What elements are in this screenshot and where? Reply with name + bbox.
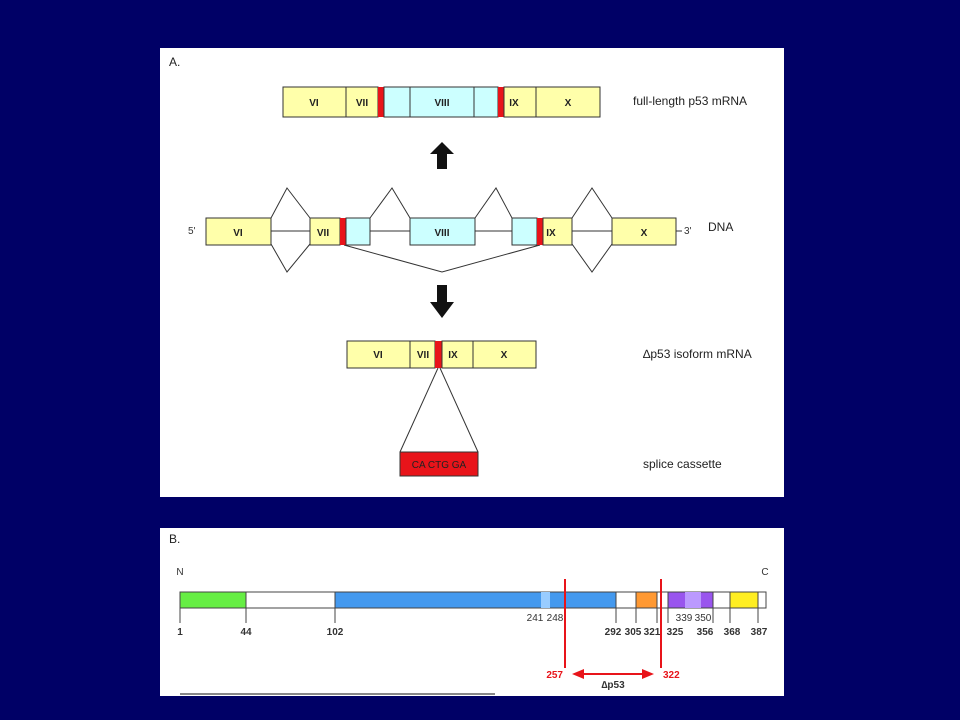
full-length-mrna: VI VII VIII IX X (282, 86, 601, 118)
splice-site-marker (378, 87, 384, 117)
domain-orange (635, 591, 658, 609)
splice-connector (270, 187, 311, 219)
domain-blue (334, 591, 617, 609)
protein-domain-svg: B. N C 1 44 102 241 248 292 305 321 325 … (169, 532, 769, 695)
pos-339: 339 (676, 613, 693, 624)
five-prime-label: 5' (188, 226, 196, 237)
cassette-sequence: CA CTG GA (412, 460, 467, 471)
position-ticks (179, 608, 759, 623)
c-terminus-label: C (761, 567, 768, 578)
pos-44: 44 (240, 627, 252, 638)
pos-292: 292 (605, 627, 622, 638)
up-arrow-icon (430, 142, 454, 169)
zoom-line-right (439, 367, 479, 453)
pos-102: 102 (327, 627, 344, 638)
dna-label: DNA (708, 220, 733, 234)
splice-cassette-box (399, 451, 479, 477)
iso-exon-vi (346, 340, 411, 369)
exon-x-label: X (565, 98, 572, 109)
domain-blue-light-band (541, 592, 550, 608)
panel-a-splicing-diagram: A. VI VII VIII IX X full-length p53 mRNA (160, 48, 784, 497)
pos-350: 350 (695, 613, 712, 624)
panel-b-protein-domains: B. N C 1 44 102 241 248 292 305 321 325 … (160, 528, 784, 696)
dna-exon-ix-label: IX (546, 228, 556, 239)
exon-ix-label: IX (509, 98, 519, 109)
splice-cassette-label: splice cassette (643, 457, 722, 471)
panel-a-label: A. (169, 55, 180, 69)
splice-site-marker (340, 218, 346, 245)
iso-exon-ix-label: IX (448, 350, 458, 361)
panel-b-label: B. (169, 532, 180, 546)
three-prime-label: 3' (684, 226, 692, 237)
pos-248: 248 (547, 613, 564, 624)
iso-exon-x (472, 340, 537, 369)
arrow-right-icon (642, 669, 654, 679)
iso-exon-ix (441, 340, 474, 369)
zoom-line-left (399, 367, 439, 453)
dna-exon-ix (542, 217, 573, 246)
splice-site-marker (537, 218, 543, 245)
n-terminus-label: N (176, 567, 183, 578)
deletion-end-label: 322 (663, 670, 680, 681)
exon-viii-label: VIII (434, 98, 449, 109)
pos-305: 305 (625, 627, 642, 638)
down-arrow-icon (430, 285, 454, 318)
splice-connector (474, 187, 513, 219)
dna-exon-x (611, 217, 677, 246)
iso-exon-vi-label: VI (373, 350, 383, 361)
splice-connector (571, 243, 613, 273)
exon-x-box (535, 86, 601, 118)
dna-exon-cyan (345, 217, 371, 246)
arrow-left-icon (572, 669, 584, 679)
dna-exon-vii-label: VII (317, 228, 329, 239)
exon-cyan-box (383, 86, 411, 118)
exon-vi-box (282, 86, 347, 118)
iso-exon-vii-label: VII (417, 350, 429, 361)
pos-325: 325 (667, 627, 684, 638)
domain-green (179, 591, 247, 609)
splice-connector (571, 187, 613, 219)
iso-exon-x-label: X (501, 350, 508, 361)
splice-site-marker (498, 87, 504, 117)
pos-368: 368 (724, 627, 741, 638)
pos-321: 321 (644, 627, 661, 638)
dna-exon-x-label: X (641, 228, 648, 239)
exon-vii-box (345, 86, 379, 118)
dna-exon-viii (409, 217, 476, 246)
exon-cyan-box (473, 86, 499, 118)
splicing-diagram-svg: A. VI VII VIII IX X full-length p53 mRNA (169, 55, 752, 477)
dna-exon-cyan (511, 217, 538, 246)
dna-exon-vi (205, 217, 272, 246)
dna-gene-structure: VI VII VIII IX X (205, 187, 682, 273)
deletion-label: ∆p53 (601, 680, 625, 691)
exon-viii-box (409, 86, 475, 118)
isoform-mrna: VI VII IX X (346, 340, 537, 369)
domain-purple-light-band (685, 592, 701, 608)
dna-exon-viii-label: VIII (434, 228, 449, 239)
splice-connector (270, 243, 311, 273)
exon-vii-label: VII (356, 98, 368, 109)
pos-387: 387 (751, 627, 768, 638)
full-length-label: full-length p53 mRNA (633, 94, 747, 108)
splice-site-marker (435, 341, 442, 368)
domain-yellow (729, 591, 759, 609)
isoform-label: ∆p53 isoform mRNA (643, 347, 752, 361)
dna-exon-vi-label: VI (233, 228, 243, 239)
alternative-splice-connector (343, 244, 541, 273)
exon-vi-label: VI (309, 98, 319, 109)
pos-1: 1 (177, 627, 183, 638)
pos-241: 241 (527, 613, 544, 624)
pos-356: 356 (697, 627, 714, 638)
splice-connector (369, 187, 411, 219)
deletion-start-label: 257 (546, 670, 563, 681)
